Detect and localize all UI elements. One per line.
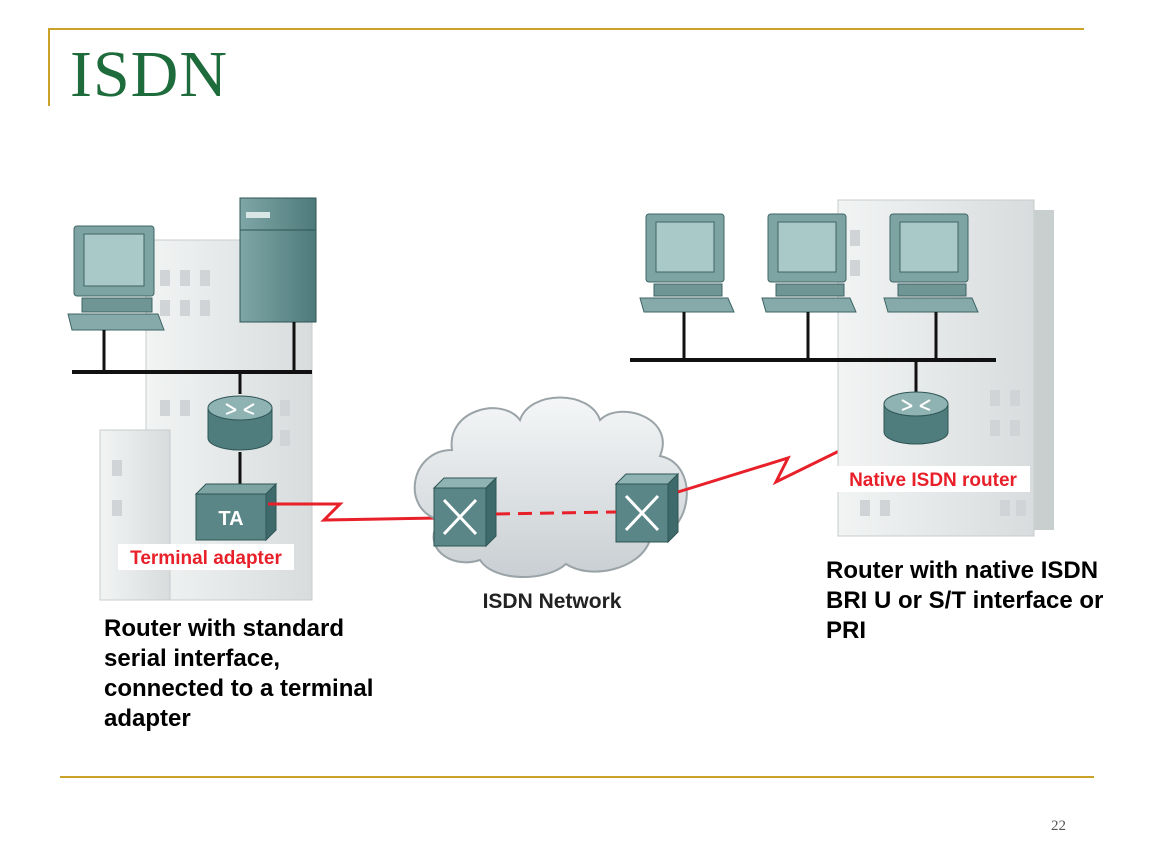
ta-box: TA [194,482,278,542]
left-isdn-link [268,502,439,522]
top-rule [48,28,1084,30]
right-pc-2-icon [761,213,857,313]
native-router-label: Native ISDN router [849,470,1017,491]
bottom-rule [60,776,1094,778]
left-rule [48,28,50,106]
right-pc-1-icon [639,213,735,313]
isdn-switch-right-icon [614,472,680,544]
right-pc-3-icon [883,213,979,313]
slide-title: ISDN [70,38,229,111]
switch-to-switch-link [495,510,617,516]
left-server-icon [239,197,317,323]
left-pc-icon [67,225,165,331]
right-router-icon [883,391,949,445]
terminal-adapter-label: Terminal adapter [130,548,282,569]
left-caption: Router with standard serial interface, c… [104,615,374,732]
left-lan-bus [72,322,312,394]
right-caption: Router with native ISDN BRI U or S/T int… [826,557,1104,644]
native-router-label-bg [836,466,1030,492]
ta-label: TA [218,508,243,530]
page-number: 22 [1051,818,1066,834]
isdn-switch-left-icon [432,476,498,548]
left-router-icon [207,395,273,484]
right-isdn-link [677,426,887,494]
terminal-adapter-label-bg [118,544,294,570]
isdn-network-label: ISDN Network [483,590,622,613]
right-lan-bus [630,312,996,392]
